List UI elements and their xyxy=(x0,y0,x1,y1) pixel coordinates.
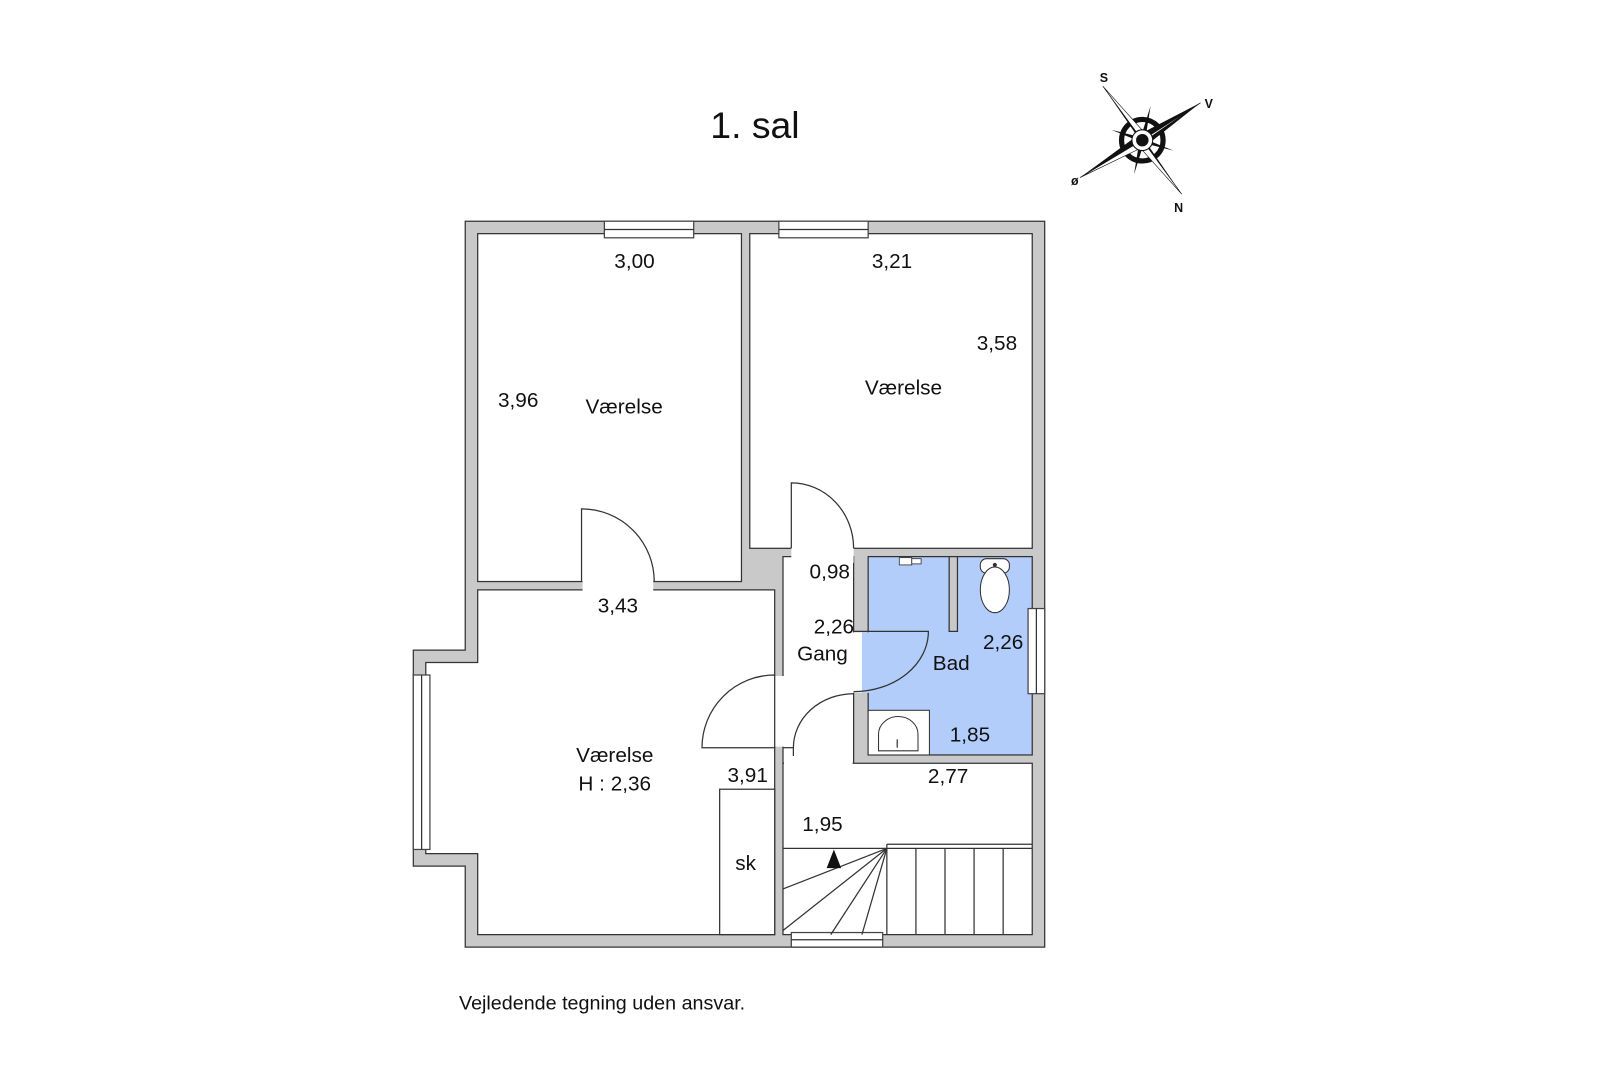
room2-length: 3,58 xyxy=(977,332,1017,355)
bad-width: 1,85 xyxy=(950,723,990,746)
faucet-icon xyxy=(898,557,922,566)
windows xyxy=(412,220,1046,948)
room3-width: 3,43 xyxy=(598,595,638,618)
compass-rose-icon xyxy=(1079,85,1201,195)
gang-width: 0,98 xyxy=(810,560,850,583)
room2-width: 3,21 xyxy=(872,250,912,273)
bad-name: Bad xyxy=(933,652,970,675)
room3-height: H : 2,36 xyxy=(578,772,651,795)
gang-length: 2,26 xyxy=(814,615,854,638)
closet-label: sk xyxy=(735,852,756,875)
compass-o-label: ø xyxy=(1071,174,1079,188)
room3-name: Værelse xyxy=(576,744,653,767)
room3-length: 3,91 xyxy=(727,764,767,787)
staircase xyxy=(782,843,1033,935)
gang-name: Gang xyxy=(797,642,848,665)
doors xyxy=(580,482,930,757)
room1-floor xyxy=(477,233,743,583)
stair-width: 2,77 xyxy=(928,765,968,788)
compass-v-label: V xyxy=(1205,97,1214,111)
room1-length: 3,96 xyxy=(498,389,538,412)
room1-name: Værelse xyxy=(585,395,662,418)
plan-title: 1. sal xyxy=(710,104,799,146)
compass-n-label: N xyxy=(1174,201,1183,215)
stair-length: 1,95 xyxy=(802,813,842,836)
toilet-icon xyxy=(979,558,1010,614)
room1-width: 3,00 xyxy=(614,250,654,273)
room2-name: Værelse xyxy=(865,377,942,400)
gang-floor xyxy=(782,555,855,764)
sink-icon xyxy=(867,709,930,756)
bad-length: 2,26 xyxy=(983,631,1023,654)
closet xyxy=(719,788,776,936)
compass-s-label: S xyxy=(1100,71,1108,85)
disclaimer: Vejledende tegning uden ansvar. xyxy=(459,992,745,1014)
room2-floor xyxy=(749,233,1033,549)
stair-direction-arrow-icon xyxy=(826,849,842,869)
